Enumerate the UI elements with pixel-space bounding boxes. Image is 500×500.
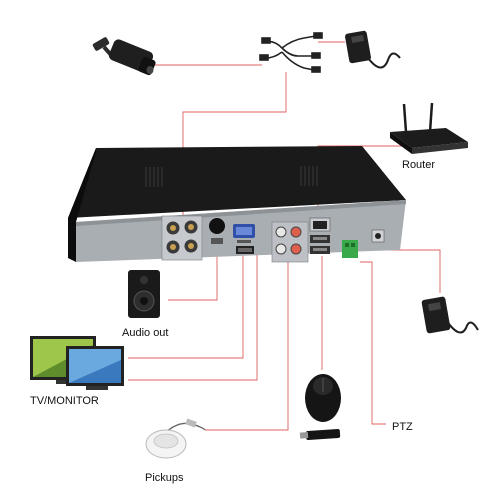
hdmi-tv-line: [128, 254, 258, 381]
speaker-icon: [128, 270, 160, 318]
dvr-recorder-icon: [68, 146, 406, 263]
microphone-pickup-icon: [145, 418, 206, 459]
rca-audio-ports: [271, 221, 309, 263]
usb-drive-icon: [299, 428, 341, 441]
router-label: Router: [402, 159, 436, 171]
pickups-label: Pickups: [145, 472, 184, 484]
audio-out-line: [168, 242, 218, 301]
dvr-top-shell: [68, 146, 406, 218]
power-adapter-line: [382, 249, 441, 293]
power-jack: [371, 229, 385, 243]
mouse-icon: [305, 374, 341, 422]
audio-out-port: [209, 218, 225, 244]
lan-usb-ports: [309, 217, 331, 254]
bnc-ports: [161, 215, 203, 261]
tv-monitor-label: TV/MONITOR: [30, 395, 99, 407]
ptz-label: PTZ: [392, 421, 413, 433]
ptz-terminal: [342, 240, 358, 258]
splitter-cable-icon: [259, 32, 323, 73]
audio-in-pickups-line: [205, 262, 289, 431]
vga-port: [233, 224, 255, 243]
ptz-line: [360, 261, 386, 425]
audio-out-label: Audio out: [122, 327, 169, 339]
hdmi-port: [236, 246, 254, 254]
cctv-camera-icon: [92, 37, 156, 76]
dvr-left-side: [68, 148, 96, 262]
dvr-vents: [145, 166, 318, 187]
router-icon: [390, 102, 468, 154]
vga-tv-line: [128, 238, 244, 359]
power-adapter-2-icon: [421, 296, 479, 334]
monitor-icon: [30, 336, 124, 390]
power-adapter-icon: [345, 30, 401, 69]
